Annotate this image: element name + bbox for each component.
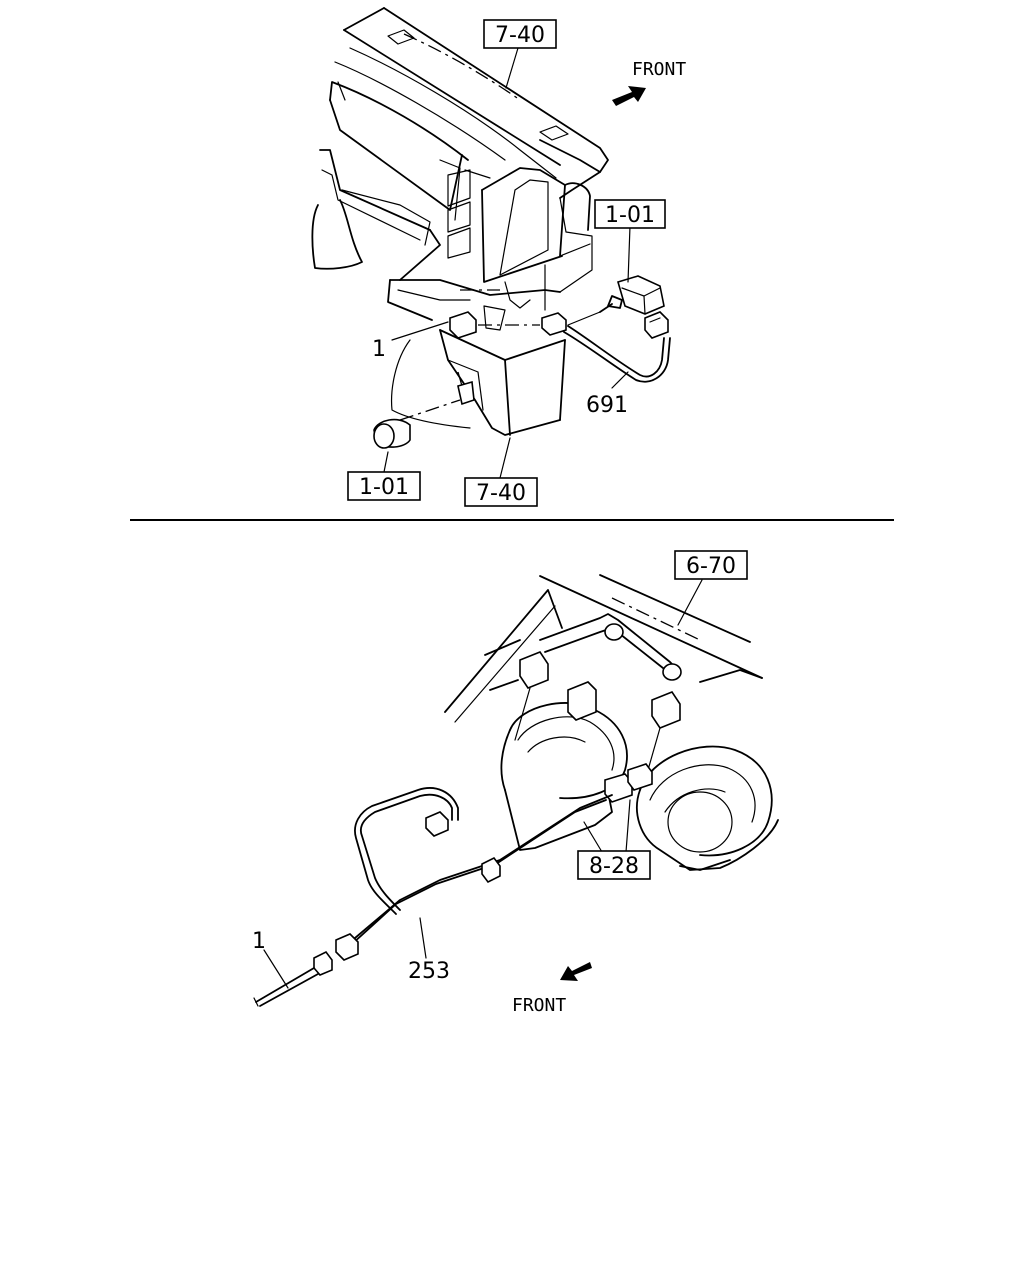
ref-6-70: 6-70	[686, 554, 736, 579]
front-label-lower: FRONT	[512, 995, 566, 1016]
switch-assembly	[599, 275, 669, 339]
part-number-253: 253	[408, 959, 450, 984]
ref-box-top-lower: 6-70	[674, 550, 748, 580]
horn-left	[500, 681, 628, 851]
ref-1-01-knob: 1-01	[359, 475, 409, 500]
front-label-upper: FRONT	[632, 59, 686, 80]
ref-box-bottom-upper: 7-40	[464, 477, 538, 507]
upper-connector-block	[449, 311, 567, 339]
front-arrow-icon	[612, 86, 646, 106]
horn-bracket	[514, 613, 682, 771]
ref-1-01-switch: 1-01	[605, 203, 655, 228]
upper-leaders	[383, 47, 631, 479]
frame-panel	[444, 574, 763, 723]
part-number-1-upper: 1	[372, 337, 386, 362]
ref-7-40-top: 7-40	[495, 23, 545, 48]
ref-8-28: 8-28	[589, 854, 639, 879]
part-number-691: 691	[586, 393, 628, 418]
upper-dashboard-diagram: FRONT 7-40 1-01 1-01 7-40 691 1	[311, 7, 686, 507]
part-number-1-lower: 1	[252, 929, 266, 954]
lower-horn-diagram: FRONT 6-70 8-28 253 1	[252, 550, 779, 1016]
ref-box-bracket: 8-28	[577, 850, 651, 880]
dashboard-panel	[311, 7, 609, 436]
wire-691	[563, 311, 671, 383]
harness-253	[253, 787, 613, 1007]
knob-part	[373, 399, 461, 449]
horn-right	[636, 745, 779, 871]
ref-box-top-upper: 7-40	[483, 19, 557, 49]
lower-leaders	[263, 579, 703, 989]
front-arrow-icon-lower	[560, 962, 592, 981]
ref-7-40-bottom: 7-40	[476, 481, 526, 506]
ref-box-knob: 1-01	[347, 471, 421, 501]
ref-box-switch: 1-01	[594, 199, 666, 229]
